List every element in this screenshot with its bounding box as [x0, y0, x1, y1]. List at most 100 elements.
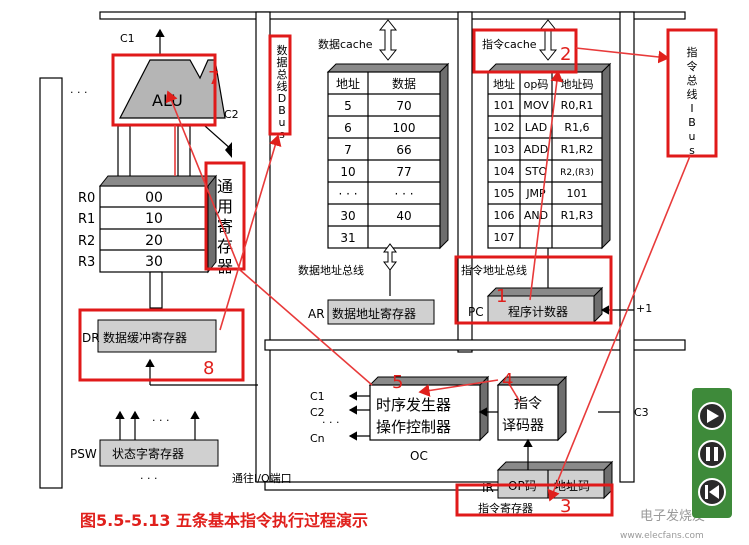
data-table-cell: 70 — [396, 99, 411, 113]
cn-signal: Cn — [310, 432, 325, 445]
data-table-cell: 77 — [396, 165, 411, 179]
data-table-cell: 30 — [340, 209, 355, 223]
data-table-cell: 7 — [344, 143, 352, 157]
gpr-label-char: 通 — [217, 177, 233, 196]
pause-button[interactable] — [698, 440, 726, 468]
watermark-text: 电子发烧友 — [640, 508, 705, 524]
step-number-5: 5 — [392, 372, 403, 393]
inst-bus-label-char: u — [689, 130, 696, 143]
psw-text: 状态字寄存器 — [112, 446, 184, 461]
data-cache-arrow — [378, 19, 398, 61]
timing-line1: 时序发生器 — [376, 396, 451, 414]
register-name-r3: R3 — [78, 255, 95, 270]
inst-table-header: op码 — [524, 78, 549, 91]
inst-table-cell: 102 — [494, 121, 515, 134]
data-bus-vertical — [255, 11, 271, 483]
gpr-label-char: 器 — [217, 257, 233, 276]
register-value-r2: 20 — [145, 233, 163, 249]
data-bus-label-char: 线 — [277, 79, 288, 93]
inst-table-cell: LAD — [525, 121, 547, 134]
step-number-2: 2 — [560, 44, 571, 65]
decoder-line1: 指令 — [514, 396, 542, 412]
c2-arrow — [225, 142, 232, 158]
back-icon — [705, 485, 708, 499]
watermark-url: www.elecfans.com — [620, 531, 704, 541]
alu-shape — [119, 59, 226, 119]
register-name-r2: R2 — [78, 234, 95, 249]
top-bus-bar — [99, 11, 686, 20]
inst-bus-vertical — [457, 11, 473, 353]
ir-text: 指令寄存器 — [478, 501, 533, 515]
pause-icon — [706, 447, 710, 461]
c3-label: C3 — [634, 406, 649, 419]
inst-table-cell: 104 — [494, 165, 515, 178]
inst-table-cell: R1,R2 — [561, 143, 594, 156]
io-port-label: 通往I/O端口 — [232, 471, 292, 485]
inst-table-header: 地址码 — [561, 77, 594, 91]
register-value-r3: 30 — [145, 254, 163, 270]
psw-register — [99, 439, 219, 467]
data-bus-label-char: 数 — [277, 44, 288, 57]
inst-table-cell: R0,R1 — [561, 99, 594, 112]
dots-left-label: · · · — [70, 86, 87, 99]
inst-table-header: 地址 — [493, 77, 515, 91]
inst-table-cell: STO — [525, 165, 548, 178]
alu-label: ALU — [152, 91, 183, 110]
data-table-cell: 100 — [393, 121, 416, 135]
data-addr-bus-label: 数据地址总线 — [298, 263, 364, 277]
back-button[interactable] — [698, 478, 726, 506]
inst-bus-label-char: B — [688, 116, 696, 129]
pc-text: 程序计数器 — [508, 304, 568, 319]
ir-label: IR — [482, 481, 494, 495]
red-highlight-boxes — [78, 28, 718, 517]
c2-signal: C2 — [310, 406, 325, 419]
inst-bus-label-char: 总 — [687, 73, 698, 87]
inst-table-cell: 101 — [567, 187, 588, 200]
red-flow-lines — [165, 47, 691, 502]
ar-register — [327, 299, 435, 325]
register-file — [98, 174, 218, 274]
psw-input-arrows — [115, 410, 200, 440]
inst-bus-label-char: 指 — [687, 45, 698, 59]
psw-dots-top: · · · — [152, 414, 169, 427]
dr-text: 数据缓冲寄存器 — [103, 330, 187, 345]
play-button[interactable] — [698, 402, 726, 430]
c2-label: C2 — [224, 108, 239, 121]
data-table-cell: 5 — [344, 99, 352, 113]
dr-label: DR — [82, 331, 100, 345]
signal-dots: · · · — [322, 416, 339, 429]
figure-caption: 图5.5-5.13 五条基本指令执行过程演示 — [80, 511, 368, 530]
decoder-line2: 译码器 — [502, 418, 544, 434]
inst-addr-bus-label: 指令地址总线 — [461, 263, 527, 277]
register-name-r0: R0 — [78, 191, 95, 206]
c1-signal: C1 — [310, 390, 325, 403]
data-table-cell: 66 — [396, 143, 411, 157]
inst-bus-label-char: 令 — [687, 59, 698, 73]
data-bus-label-char: u — [279, 116, 286, 129]
inst-table-cell: 107 — [494, 231, 515, 244]
timing-line2: 操作控制器 — [376, 418, 451, 436]
inst-table-cell: R1,R3 — [561, 209, 594, 222]
pc-label: PC — [468, 305, 484, 319]
register-value-r1: 10 — [145, 211, 163, 227]
step-number-1: 1 — [496, 286, 507, 307]
right-bus-vertical — [619, 11, 635, 483]
data-bus-label-char: D — [278, 92, 286, 105]
data-table-cell: 6 — [344, 121, 352, 135]
inst-bus-label-char: I — [690, 102, 693, 115]
inst-table-cell: JMP — [525, 187, 546, 200]
data-table-cell: · · · — [394, 187, 413, 201]
oc-label: OC — [410, 449, 428, 463]
decoder-box — [496, 375, 568, 442]
data-bus-label-char: 据 — [277, 55, 288, 69]
data-table-cell: 10 — [340, 165, 355, 179]
psw-label: PSW — [70, 447, 97, 461]
inst-table-cell: MOV — [523, 99, 549, 112]
inst-table-cell: R1,6 — [564, 121, 589, 134]
inst-table-cell: ADD — [524, 143, 548, 156]
step-number-7: 7 — [208, 68, 219, 89]
